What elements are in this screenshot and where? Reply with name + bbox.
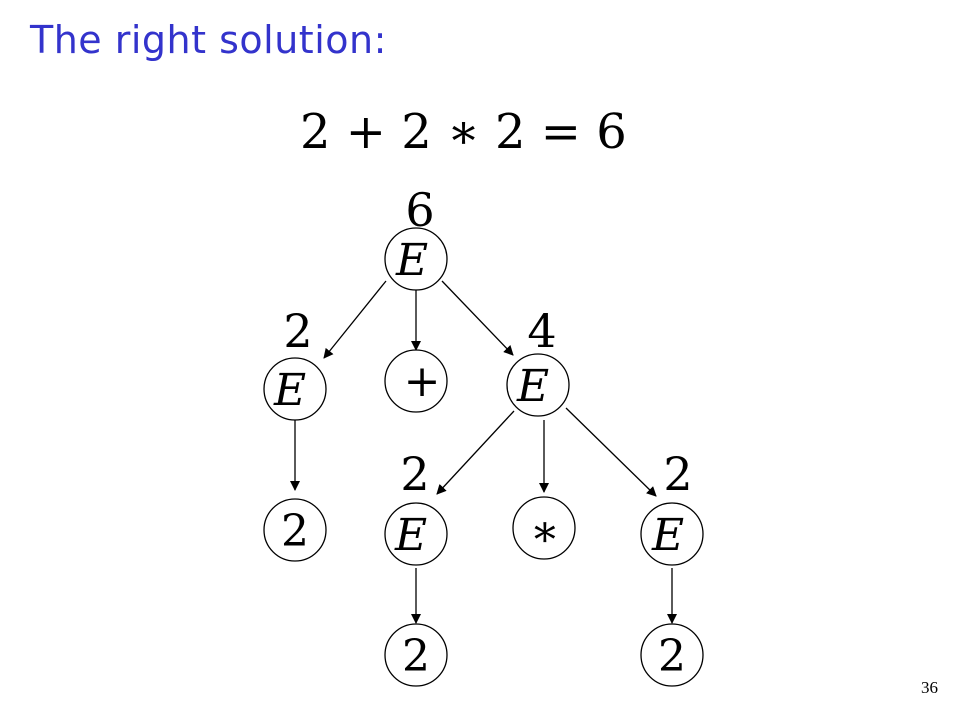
right-node-label: E — [516, 361, 549, 412]
edge-root-to-right — [441, 280, 514, 356]
tree-node-root: E — [384, 227, 448, 291]
tree-node-right: E — [506, 353, 570, 417]
tree-node-plus: + — [384, 349, 448, 413]
tree-node-left: E — [263, 357, 327, 421]
midleft-leaf-label: 2 — [402, 631, 430, 682]
left-value-label: 2 — [283, 304, 312, 358]
tree-node-midleft-leaf: 2 — [384, 623, 448, 687]
midleft-node-label: E — [394, 510, 427, 561]
tree-node-right2: E — [640, 502, 704, 566]
midleft-value-label: 2 — [400, 447, 429, 501]
right2-node-label: E — [651, 510, 684, 561]
root-node-label: E — [395, 235, 428, 286]
right-value-label: 4 — [527, 304, 556, 358]
plus-node-label: + — [404, 356, 441, 407]
edge-root-to-left — [323, 280, 387, 359]
right-leaf-label: 2 — [658, 631, 686, 682]
tree-node-star: ∗ — [512, 496, 576, 560]
tree-node-left-leaf: 2 — [263, 498, 327, 562]
right2-value-label: 2 — [663, 447, 692, 501]
left-node-label: E — [273, 365, 306, 416]
left-leaf-label: 2 — [281, 506, 309, 557]
tree-edges — [290, 280, 677, 624]
tree-node-midleft: E — [384, 502, 448, 566]
edge-right-to-midleft — [436, 410, 515, 495]
equation: 2 + 2 ∗ 2 = 6 — [300, 104, 627, 160]
tree-node-right-leaf: 2 — [640, 623, 704, 687]
slide-title: The right solution: — [30, 18, 387, 62]
star-node-label: ∗ — [530, 506, 560, 557]
page-number: 36 — [921, 678, 938, 697]
edge-right-to-right — [565, 407, 657, 497]
